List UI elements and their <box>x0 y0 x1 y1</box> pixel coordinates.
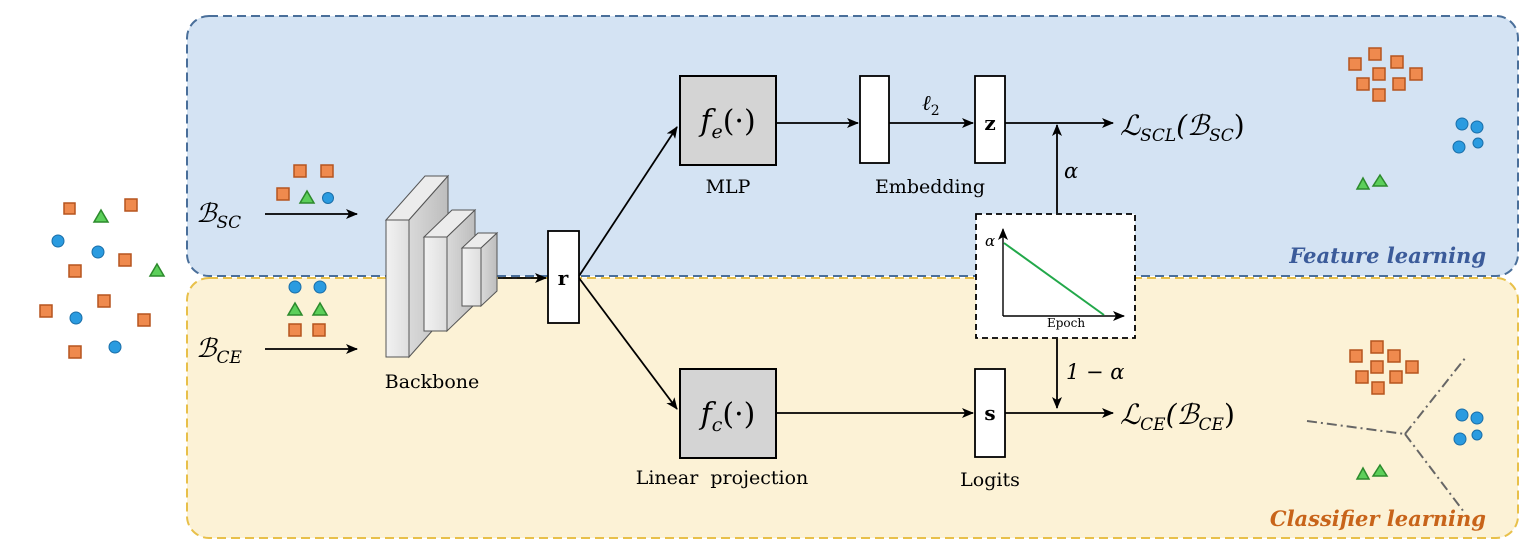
embedding-node <box>859 75 890 164</box>
square-icon <box>63 202 76 215</box>
triangle-icon <box>1355 176 1371 190</box>
square-icon <box>276 187 290 201</box>
linear-projection-block <box>679 368 777 459</box>
triangle-icon <box>311 301 329 316</box>
square-icon <box>1371 381 1385 395</box>
backbone-label: Backbone <box>385 371 480 393</box>
square-icon <box>1348 57 1362 71</box>
square-icon <box>118 253 132 267</box>
circle-icon <box>1455 408 1469 422</box>
circle-icon <box>313 280 327 294</box>
circle-icon <box>51 234 65 248</box>
l2-normalization-label: ℓ2 <box>922 91 940 119</box>
circle-icon <box>1470 120 1484 134</box>
plot-y-label: α <box>985 232 995 250</box>
plot-x-label: Epoch <box>1047 316 1085 330</box>
circle-icon <box>288 280 302 294</box>
z-symbol: z <box>984 111 995 135</box>
mlp-block <box>679 75 777 166</box>
s-symbol: s <box>984 401 995 425</box>
one-minus-alpha-label: 1 − α <box>1066 360 1125 384</box>
circle-icon <box>1472 137 1484 149</box>
triangle-icon <box>1371 463 1389 477</box>
mlp-function: fe(·) <box>698 104 755 143</box>
r-symbol: r <box>558 266 569 290</box>
square-icon <box>1405 360 1419 374</box>
batch-sc-label: ℬSC <box>196 199 241 233</box>
square-icon <box>312 323 326 337</box>
square-icon <box>137 313 151 327</box>
square-icon <box>1370 340 1384 354</box>
logits-label: Logits <box>960 469 1020 491</box>
feature-space-clusters <box>1348 47 1484 190</box>
alpha-decay-line <box>1003 242 1105 316</box>
circle-icon <box>69 311 83 325</box>
circle-icon <box>322 192 334 204</box>
scl-loss-label: ℒSCL(ℬSC) <box>1120 109 1245 146</box>
full-dataset-scatter <box>39 198 166 359</box>
square-icon <box>124 198 138 212</box>
triangle-icon <box>1371 173 1389 187</box>
batch-sc-samples <box>276 164 334 204</box>
circle-icon <box>1470 411 1484 425</box>
square-icon <box>1372 88 1386 102</box>
triangle-icon <box>92 208 110 223</box>
representation-r-node <box>547 230 580 324</box>
square-icon <box>1387 349 1401 363</box>
square-icon <box>1349 349 1363 363</box>
square-icon <box>1389 370 1403 384</box>
triangle-icon <box>298 189 316 204</box>
square-icon <box>293 164 307 178</box>
circle-icon <box>1453 432 1467 446</box>
circle-icon <box>1452 140 1466 154</box>
square-icon <box>68 264 82 278</box>
decision-boundary <box>1404 433 1465 513</box>
mlp-label: MLP <box>706 176 751 198</box>
square-icon <box>1368 47 1382 61</box>
feature-learning-label: Feature learning <box>1288 243 1486 268</box>
classifier-space-clusters <box>1306 340 1484 513</box>
square-icon <box>288 323 302 337</box>
square-icon <box>1392 77 1406 91</box>
square-icon <box>1356 77 1370 91</box>
square-icon <box>1355 370 1369 384</box>
square-icon <box>68 345 82 359</box>
square-icon <box>97 294 111 308</box>
circle-icon <box>1471 429 1483 441</box>
circle-icon <box>91 245 105 259</box>
decision-boundary <box>1306 420 1406 435</box>
arrow-r-to-linear <box>578 277 678 410</box>
square-icon <box>1409 67 1423 81</box>
circle-icon <box>108 340 122 354</box>
feature-learning-region <box>186 15 1519 277</box>
square-icon <box>320 164 334 178</box>
logits-s-node <box>974 368 1006 458</box>
square-icon <box>1372 67 1386 81</box>
triangle-icon <box>1355 466 1371 480</box>
square-icon <box>1370 360 1384 374</box>
triangle-icon <box>286 301 304 316</box>
backbone-network <box>384 174 499 359</box>
circle-icon <box>1455 117 1469 131</box>
embedding-label: Embedding <box>875 176 985 198</box>
linear-projection-label: Linear projection <box>636 467 809 489</box>
linear-function: fc(·) <box>699 397 756 436</box>
triangle-icon <box>148 262 166 277</box>
square-icon <box>39 304 53 318</box>
classifier-learning-label: Classifier learning <box>1270 506 1486 531</box>
z-node <box>974 75 1006 164</box>
ce-loss-label: ℒCE(ℬCE) <box>1120 398 1235 435</box>
classifier-learning-region <box>186 277 1519 539</box>
square-icon <box>1390 55 1404 69</box>
batch-ce-label: ℬCE <box>196 334 242 368</box>
alpha-weight-label: α <box>1064 159 1078 183</box>
arrow-r-to-mlp <box>578 126 678 277</box>
decision-boundary <box>1404 356 1467 435</box>
batch-ce-samples <box>286 280 329 337</box>
